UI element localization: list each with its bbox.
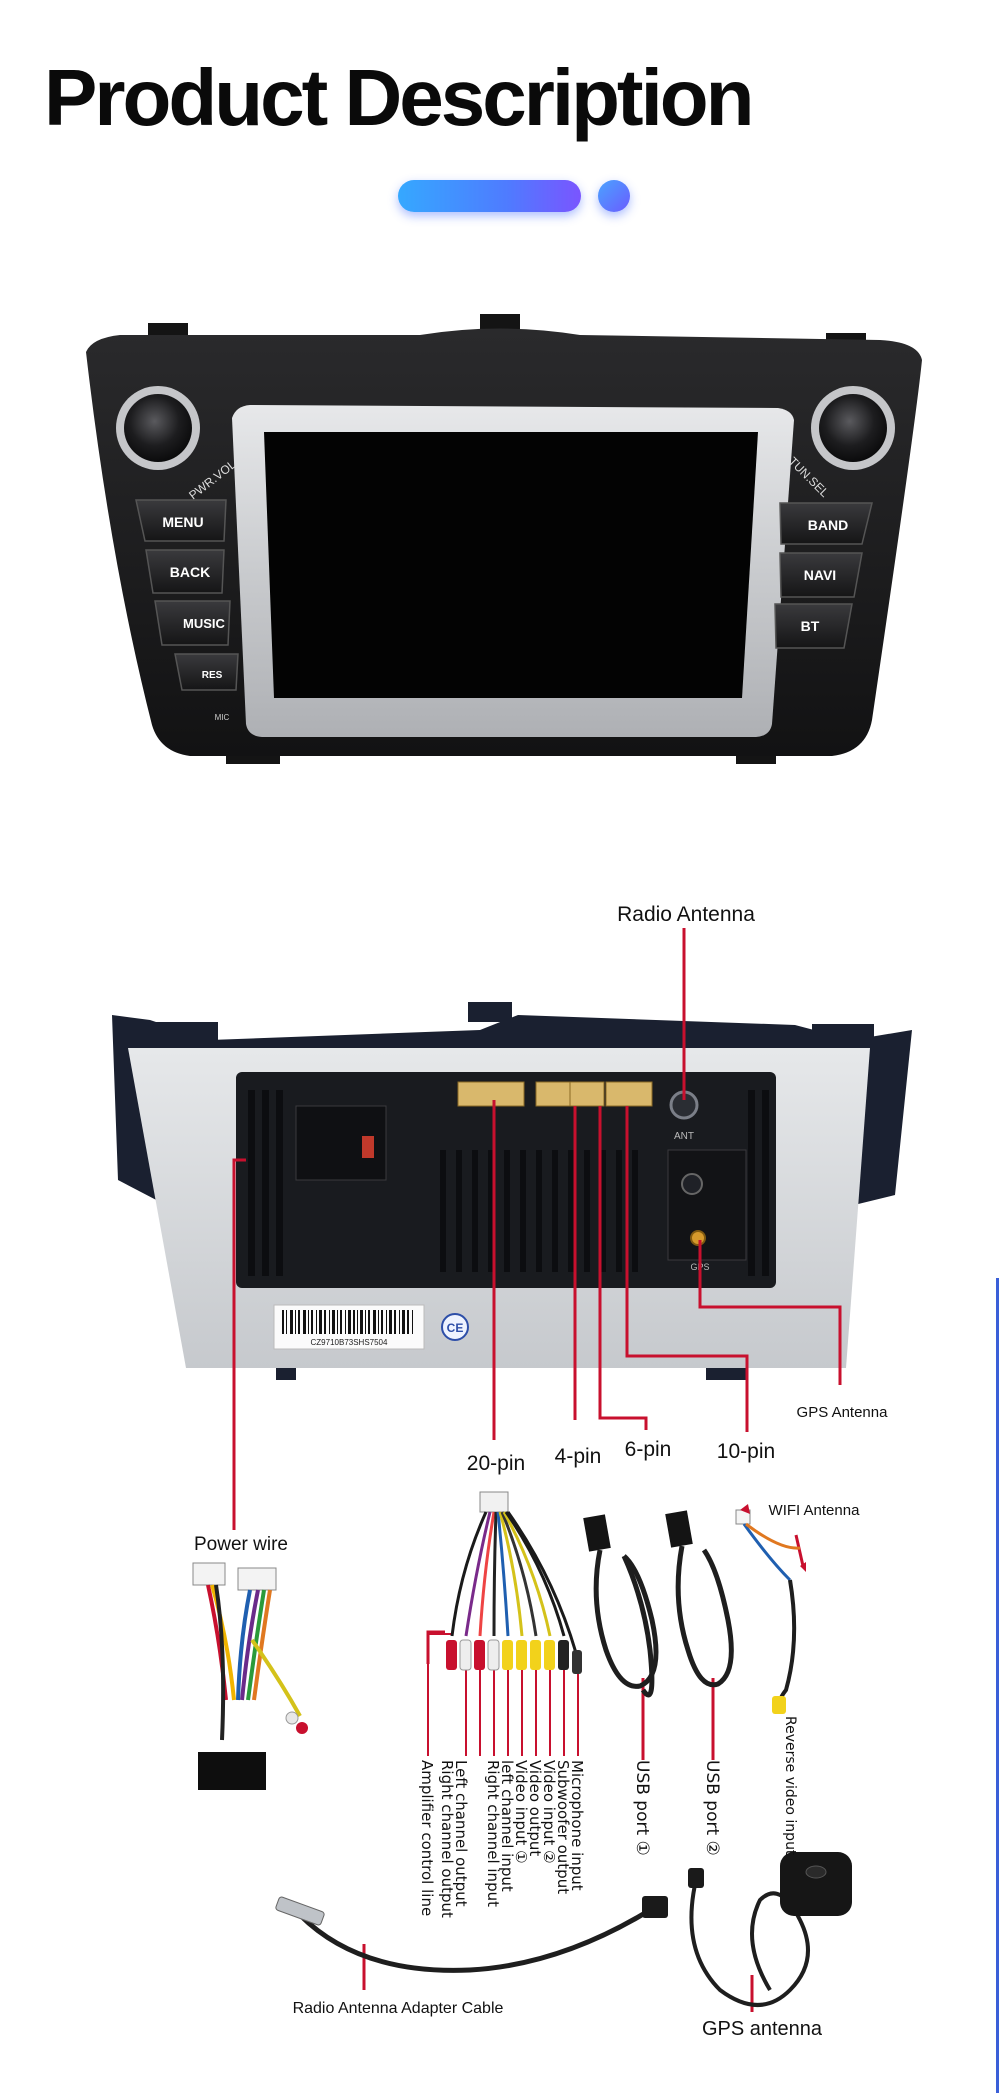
title-accent-bar	[398, 180, 581, 212]
cable-label: Amplifier control line	[418, 1760, 436, 1917]
right-knob[interactable]	[811, 386, 895, 470]
cable-label: Right channel input	[484, 1760, 502, 1907]
power-wire-harness	[192, 1562, 308, 1790]
head-unit-front: PWR.VOL TUN.SEL MENU BACK MUSIC RES MIC …	[86, 314, 922, 764]
navi-button[interactable]: NAVI	[779, 552, 863, 598]
pin20-connector-port	[457, 1081, 525, 1107]
barcode-text: CZ9710B73SHS7504	[311, 1338, 388, 1347]
reverse-video-label: Reverse video input	[782, 1716, 798, 1856]
pin6-label: 6-pin	[625, 1438, 672, 1461]
svg-text:MUSIC: MUSIC	[183, 616, 226, 631]
radio-antenna-label: Radio Antenna	[617, 903, 755, 926]
callout-lines	[232, 928, 842, 2012]
wifi-antenna-label: WIFI Antenna	[769, 1502, 861, 1519]
mic-label: MIC	[215, 713, 230, 722]
svg-text:MENU: MENU	[162, 514, 203, 530]
svg-text:BACK: BACK	[170, 564, 210, 580]
left-knob[interactable]	[116, 386, 200, 470]
gps-socket	[690, 1230, 706, 1246]
gps-antenna-module	[688, 1852, 852, 2007]
arrow-marker	[800, 1562, 806, 1572]
music-button[interactable]: MUSIC	[154, 600, 231, 646]
gps-antenna-port-label: GPS Antenna	[797, 1404, 889, 1421]
res-button[interactable]: RES	[174, 653, 239, 691]
pin10-label: 10-pin	[717, 1440, 775, 1463]
pin4-label: 4-pin	[555, 1445, 602, 1468]
mount-clip	[226, 756, 280, 764]
display-screen	[264, 432, 758, 698]
ant-label: ANT	[674, 1131, 694, 1142]
pin4-connector-port	[535, 1081, 571, 1107]
menu-button[interactable]: MENU	[135, 499, 227, 542]
product-front-section: Product Description	[0, 0, 1000, 848]
wiring-diagram: ANT GPS CZ9710B73SHS7504 CE	[112, 903, 912, 2040]
page-title: Product Description	[44, 53, 755, 142]
svg-text:NAVI: NAVI	[804, 567, 836, 583]
radio-adapter-label: Radio Antenna Adapter Cable	[293, 2000, 504, 2017]
power-wire-label: Power wire	[194, 1534, 288, 1555]
pin20-label: 20-pin	[467, 1452, 525, 1475]
svg-text:BAND: BAND	[808, 517, 848, 533]
title-accent-dot	[598, 180, 630, 212]
pin6-connector-port	[569, 1081, 605, 1107]
usb-cable-1	[583, 1514, 659, 1698]
svg-text:RES: RES	[202, 670, 223, 681]
svg-text:CE: CE	[447, 1321, 464, 1335]
band-button[interactable]: BAND	[779, 502, 873, 545]
usb-port-1-label: USB port ①	[632, 1760, 652, 1856]
svg-text:BT: BT	[801, 618, 820, 634]
usb-port-2-label: USB port ②	[702, 1760, 722, 1856]
mount-clip	[736, 756, 776, 764]
page-edge-rule	[996, 1278, 999, 2093]
rear-housing	[112, 1002, 912, 1368]
usb-cable-2	[665, 1510, 734, 1688]
pin20-harness	[446, 1491, 582, 1674]
radio-antenna-adapter	[275, 1896, 668, 1973]
back-button[interactable]: BACK	[145, 549, 225, 594]
wifi-reverse-cable	[735, 1509, 801, 1714]
ce-mark: CE	[441, 1313, 469, 1341]
bt-button[interactable]: BT	[774, 603, 853, 649]
cable-label: Right channel output	[438, 1760, 456, 1918]
arrow-marker	[740, 1504, 750, 1514]
pin10-connector-port	[605, 1081, 653, 1107]
heatsink-fins	[248, 1090, 769, 1276]
gps-antenna-label: GPS antenna	[702, 2018, 823, 2040]
barcode-sticker: CZ9710B73SHS7504	[273, 1304, 425, 1350]
